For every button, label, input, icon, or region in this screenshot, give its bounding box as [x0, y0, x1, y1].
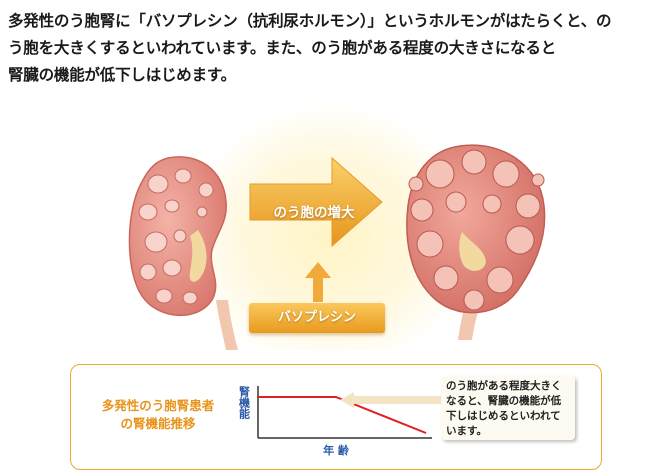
note-line-4: います。: [446, 425, 487, 437]
kidney-function-graph: 腎機能 年 齢: [238, 386, 432, 457]
kidney-illustration: のう胞の増大 バソプレシン: [0, 100, 650, 350]
intro-text: 多発性のう胞腎に「バソプレシン（抗利尿ホルモン）」というホルモンがはたらくと、の…: [8, 8, 644, 89]
panel-title-line-1: 多発性のう胞腎患者: [101, 398, 215, 413]
panel-title-line-2: の腎機能推移: [120, 416, 196, 431]
pointer-arrow-icon: [340, 392, 444, 408]
intro-line-1: 多発性のう胞腎に「バソプレシン（抗利尿ホルモン）」というホルモンがはたらくと、の: [8, 12, 612, 30]
callout-note: のう胞がある程度大きく なると、腎臓の機能が低 下しはじめるといわれて います。: [441, 376, 575, 440]
intro-line-2: う胞を大きくするといわれています。また、のう胞がある程度の大きさになると: [8, 39, 557, 57]
panel-title: 多発性のう胞腎患者 の腎機能推移: [78, 397, 238, 433]
graph-ylabel: 腎機能: [238, 386, 251, 420]
graph-xlabel: 年 齢: [323, 443, 350, 457]
note-line-1: のう胞がある程度大きく: [446, 380, 562, 392]
kidney-small-image: [128, 156, 238, 350]
vasopressin-box: バソプレシン: [249, 303, 385, 333]
kidney-enlarged-image: [406, 144, 546, 340]
note-line-2: なると、腎臓の機能が低: [446, 395, 562, 407]
vasopressin-label: バソプレシン: [277, 310, 356, 325]
graph-function-line: [258, 396, 427, 434]
note-line-3: 下しはじめるといわれて: [446, 410, 561, 422]
up-arrow-icon: [305, 262, 331, 302]
right-arrow-icon: [249, 156, 383, 248]
cyst-enlargement-label: のう胞の増大: [273, 205, 355, 221]
intro-line-3: 腎臓の機能が低下しはじめます。: [8, 66, 236, 84]
